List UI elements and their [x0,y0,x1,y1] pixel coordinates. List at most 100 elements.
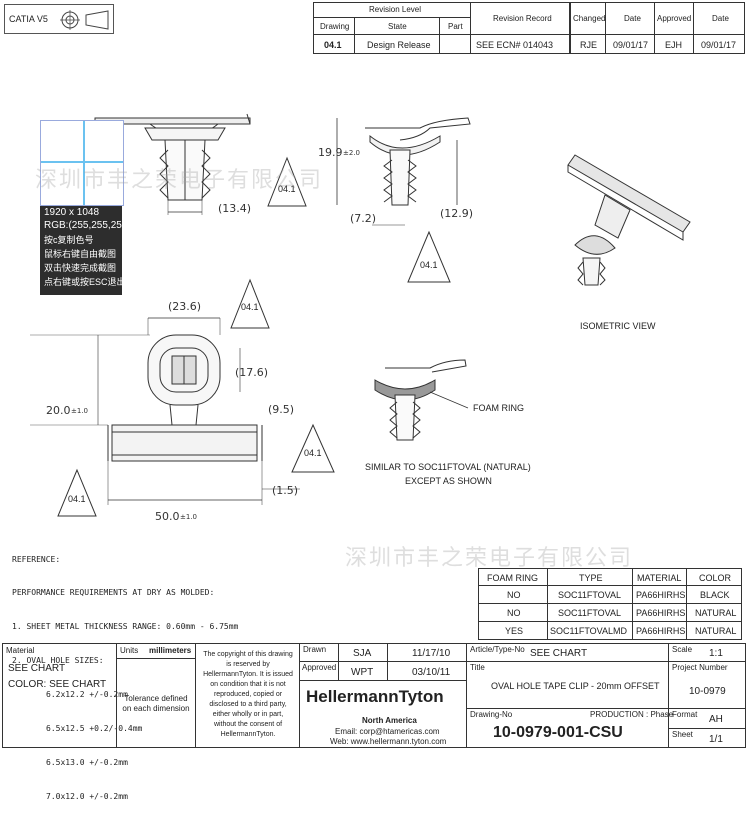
flag-triangle-4 [291,423,335,473]
flag-triangle-5 [57,468,97,517]
note-line: 6.5x12.5 +0.2/-0.4mm [46,724,143,734]
note-line: REFERENCE: [12,554,61,564]
hellermann-logo: HellermannTyton [306,687,444,706]
format-header: Format [672,710,698,719]
chart-cell: NATURAL [695,626,737,636]
dim-1-5: (1.5) [272,484,299,497]
chart-cell: BLACK [700,590,730,600]
drawn-value: SJA [353,648,372,659]
drawing-header: Drawing [320,22,350,31]
dim-50-0: 50.0 [155,510,180,523]
catia-label: CATIA V5 [9,14,48,24]
drawing-revision: 04.1 [324,40,342,50]
sheet-header: Sheet [672,730,693,739]
screenshot-tool-overlay: 1920 x 1048 RGB:(255,255,255) 按c复制色号 鼠标右… [40,120,131,295]
flag-label-3: 04.1 [241,302,259,312]
changed-header: Changed [573,14,606,23]
dim-13-4: (13.4) [218,202,252,215]
note-line: 1. SHEET METAL THICKNESS RANGE: 0.60mm -… [12,622,239,632]
approved-header: Approved [657,14,692,23]
approved-date: 03/10/11 [412,667,451,678]
chart-cell: PA66HIRHS [636,608,686,618]
region-text: North America [362,716,417,725]
part-header: Part [448,22,463,31]
units-header: Units [120,646,139,655]
project-value: 10-0979 [689,686,726,697]
revision-level-header: Revision Level [369,5,422,14]
color-value: COLOR: SEE CHART [8,679,107,690]
rgb-text: RGB:(255,255,255) [44,220,131,231]
top-view [30,317,300,505]
dim-50-0-tol: ±1.0 [180,513,197,521]
dim-19-9-tol: ±2.0 [343,149,360,157]
chart-cell: NO [507,608,521,618]
hint-line-3: 双击快速完成截图 [44,263,117,273]
revision-record-value: SEE ECN# 014043 [476,40,554,50]
dim-17-6: (17.6) [235,366,269,379]
dim-9-5: (9.5) [268,403,295,416]
dim-20-0: 20.0 [46,404,71,417]
foam-ring-view [374,359,469,441]
drawing-no-header: Drawing-No [470,710,513,719]
sheet-value: 1/1 [709,734,723,745]
date-header-2: Date [712,14,729,23]
drawn-date: 11/17/10 [412,648,451,659]
date-value-2: 09/01/17 [701,40,737,50]
hint-line-1: 按c复制色号 [44,235,94,245]
projection-symbol-icon [60,10,109,30]
dim-23-6: (23.6) [168,300,202,313]
chart-header: FOAM RING [487,573,538,583]
hint-line-2: 鼠标右键自由截图 [44,249,117,259]
title-header: Title [470,663,485,672]
flag-label-1: 04.1 [278,184,296,194]
chart-cell: SOC11FTOVAL [558,608,622,618]
similar-label-1: SIMILAR TO SOC11FTOVAL (NATURAL) [365,462,531,472]
note-line: 7.0x12.0 +/-0.2mm [46,791,128,801]
approved-header: Approved [302,663,337,672]
article-value: SEE CHART [530,648,588,659]
foam-ring-label: FOAM RING [473,403,524,413]
chart-header: TYPE [579,573,603,583]
tolerance-text: Tolerance defined on each dimension [122,694,190,713]
dim-12-9: (12.9) [440,207,474,220]
note-line: 6.5x13.0 +/-0.2mm [46,757,128,767]
state-value: Design Release [367,40,431,50]
isometric-view-label: ISOMETRIC VIEW [580,321,656,331]
drawing-number: 10-0979-001-CSU [493,724,623,741]
units-value: millimeters [149,646,192,655]
web-text: Web: www.hellermann.tyton.com [330,737,447,746]
reference-notes: REFERENCE: PERFORMANCE REQUIREMENTS AT D… [12,531,238,813]
approved-value: WPT [351,667,374,678]
watermark-bottom: 深圳市丰之荣电子有限公司 [345,546,634,571]
revision-record-header: Revision Record [493,14,552,23]
scale-header: Scale [672,645,693,654]
title-value: OVAL HOLE TAPE CLIP - 20mm OFFSET [491,681,660,691]
side-view [336,117,471,226]
format-value: AH [709,714,723,725]
chart-cell: YES [505,626,524,636]
chart-cell: SOC11FTOVAL [558,590,622,600]
flag-label-2: 04.1 [420,260,438,270]
flag-triangle-3 [230,278,270,329]
chart-cell: SOC11FTOVALMD [550,626,628,636]
material-header: Material [6,646,35,655]
copyright-text: The copyright of this drawing is reserve… [203,651,293,738]
dim-20-0-tol: ±1.0 [71,407,88,415]
material-value: SEE CHART [8,663,66,674]
chart-cell: PA66HIRHS [636,590,686,600]
chart-cell: PA66HIRHS [636,626,686,636]
similar-label-2: EXCEPT AS SHOWN [405,476,492,486]
state-header: State [388,22,407,31]
chart-cell: NATURAL [695,608,737,618]
flag-triangle-2 [407,230,451,283]
approved-value: EJH [665,40,683,50]
changed-value: RJE [580,40,598,50]
dim-7-2: (7.2) [350,212,377,225]
article-header: Article/Type-No [470,645,525,654]
flag-label-4: 04.1 [304,448,322,458]
watermark-top: 深圳市丰之荣电子有限公司 [35,168,324,193]
date-header-1: Date [624,14,641,23]
scale-value: 1:1 [709,648,723,659]
isometric-drawing [567,154,691,286]
flag-label-5: 04.1 [68,494,86,504]
